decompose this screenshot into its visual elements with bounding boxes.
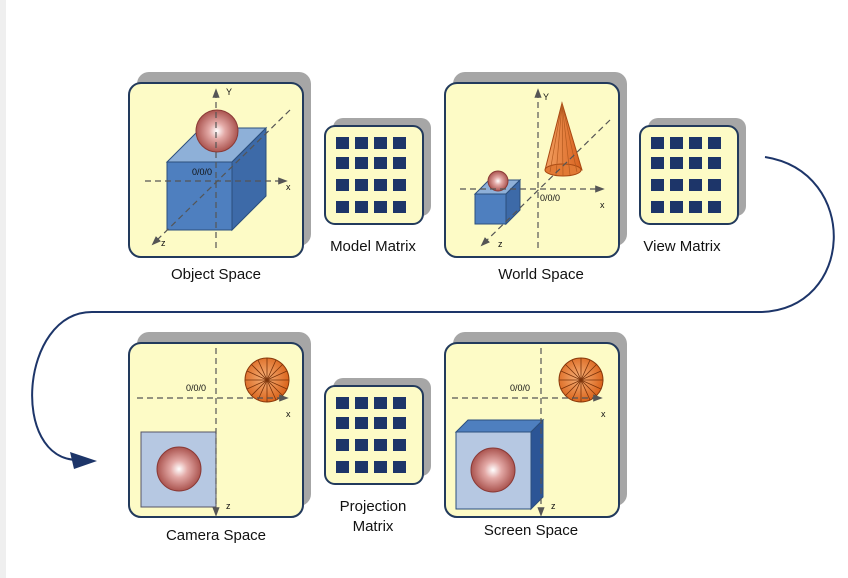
axis-x-label: x [286,182,291,192]
axis-x-label: x [286,409,291,419]
world-space-label: World Space [498,266,584,283]
sphere-icon [195,109,239,153]
panel-camera-space: 0/0/0 x z [128,332,311,518]
camera-space-label: Camera Space [166,527,266,544]
view-matrix-icon [639,118,746,225]
sphere-icon [156,446,202,492]
pipeline-flow-arrow [31,156,835,461]
axis-z-label: z [551,501,556,511]
screen-space-label: Screen Space [484,522,578,539]
axis-z-label: z [498,239,503,249]
panel-screen-space: 0/0/0 x z [444,332,627,518]
panel-world-space: 0/0/0 x Y z [444,72,627,258]
axes-icon [452,348,603,517]
cube-icon [473,178,522,226]
projection-matrix-label-line2: Matrix [353,518,394,535]
axis-x-label: x [601,409,606,419]
axes-icon [137,348,289,517]
view-matrix-label: View Matrix [643,238,721,255]
projection-matrix-label-line1: Projection [340,498,407,515]
origin-label: 0/0/0 [192,167,212,177]
object-space-label: Object Space [171,266,261,283]
axis-y-label: Y [226,87,232,97]
origin-label: 0/0/0 [510,383,530,393]
left-edge-bar [0,0,6,578]
cone-icon [544,101,583,177]
ball-icon [244,357,290,403]
model-matrix-label: Model Matrix [330,238,416,255]
axis-y-label: Y [543,92,549,102]
axis-z-label: z [226,501,231,511]
axes-icon [460,88,611,248]
origin-label: 0/0/0 [540,193,560,203]
panel-object-space: 0/0/0 x Y z [128,72,311,258]
sphere-icon [470,447,516,493]
axes-icon [145,88,291,248]
model-matrix-icon [324,118,431,225]
projection-matrix-icon [324,378,431,485]
origin-label: 0/0/0 [186,383,206,393]
ball-icon [558,357,604,403]
axis-x-label: x [600,200,605,210]
arrowhead-icon [70,452,97,469]
axis-z-label: z [161,238,166,248]
sphere-icon [487,170,509,192]
